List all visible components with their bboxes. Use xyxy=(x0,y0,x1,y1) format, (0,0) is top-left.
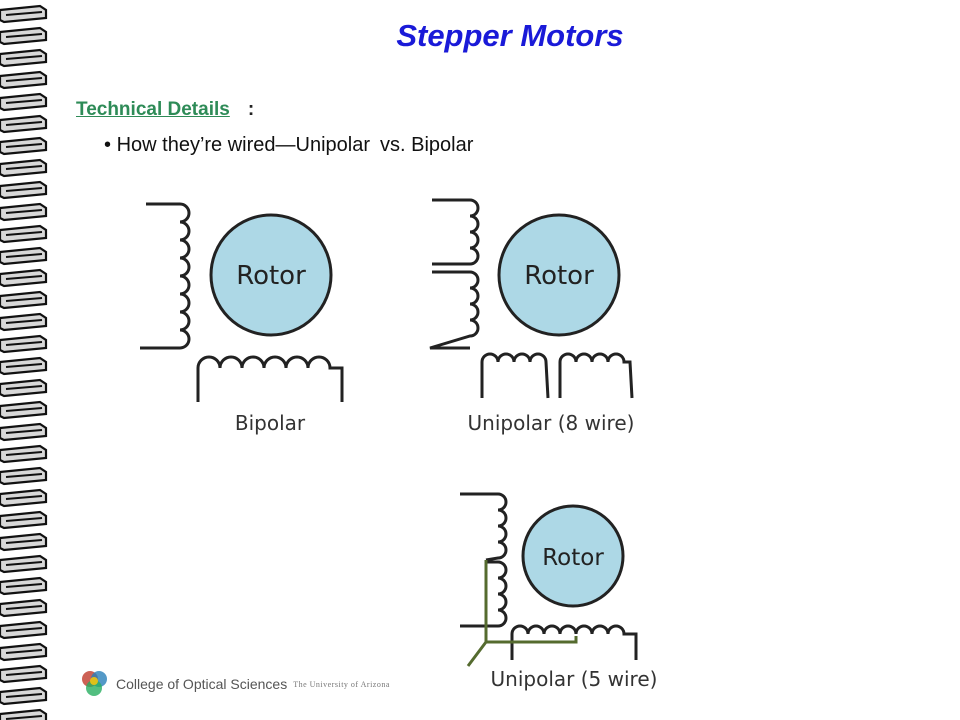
unipolar-8-lower-coil xyxy=(429,270,480,350)
binding-ring-highlight xyxy=(5,253,43,258)
bipolar-caption: Bipolar xyxy=(235,411,306,435)
optics-logo-icon xyxy=(82,671,107,696)
unipolar-8-caption: Unipolar (8 wire) xyxy=(468,411,635,435)
section-colon: : xyxy=(247,99,255,120)
binding-ring-highlight xyxy=(5,297,43,302)
logo-name: College of Optical Sciences xyxy=(116,676,288,692)
binding-ring-highlight xyxy=(5,671,43,676)
binding-ring-highlight xyxy=(5,341,43,346)
unipolar-8-upper-coil xyxy=(432,198,480,266)
unipolar-5-lower-coil xyxy=(460,560,508,628)
unipolar-8-diagram: Rotor Unipolar (8 wire) xyxy=(429,198,635,435)
bipolar-rotor-label: Rotor xyxy=(236,261,306,291)
unipolar-5-caption: Unipolar (5 wire) xyxy=(491,667,658,691)
binding-ring-highlight xyxy=(5,385,43,390)
binding-ring-highlight xyxy=(5,429,43,434)
bipolar-vertical-coil xyxy=(140,202,191,350)
binding-ring-highlight xyxy=(5,275,43,280)
bipolar-rotor xyxy=(209,213,333,337)
binding-ring-highlight xyxy=(5,627,43,632)
binding-ring-highlight xyxy=(5,495,43,500)
unipolar-5-upper-coil xyxy=(460,492,508,562)
unipolar-5-diagram: Rotor Unipolar (5 wire) xyxy=(460,492,658,691)
unipolar-8-left-bottom-coil xyxy=(480,352,550,399)
logo-subtitle: The University of Arizona xyxy=(293,679,390,689)
technical-details-link[interactable]: Technical Details xyxy=(76,99,230,120)
unipolar-8-rotor-label: Rotor xyxy=(524,261,594,291)
binding-ring-highlight xyxy=(5,143,43,148)
unipolar-8-rotor xyxy=(497,213,621,337)
binding-ring-highlight xyxy=(5,231,43,236)
binding-ring-highlight xyxy=(5,583,43,588)
college-logo: College of Optical Sciences The Universi… xyxy=(80,664,390,704)
binding-ring-highlight xyxy=(5,33,43,38)
binding-ring-highlight xyxy=(5,715,43,720)
spiral-binding xyxy=(0,4,48,720)
unipolar-5-bottom-coil xyxy=(510,624,638,660)
bullet-item: • How they’re wired—Unipolar vs. Bipolar xyxy=(104,134,473,157)
unipolar-5-common-wire xyxy=(466,560,578,667)
binding-ring-highlight xyxy=(5,517,43,522)
binding-ring-highlight xyxy=(5,473,43,478)
section-heading: Technical Details: xyxy=(76,99,254,121)
binding-ring-highlight xyxy=(5,11,43,16)
binding-ring-highlight xyxy=(5,187,43,192)
binding-ring-highlight xyxy=(5,55,43,60)
bullet-text-b: vs. Bipolar xyxy=(380,134,474,156)
binding-ring-highlight xyxy=(5,121,43,126)
bipolar-horizontal-coil xyxy=(196,355,344,402)
binding-ring-highlight xyxy=(5,407,43,412)
bullet-glyph: • xyxy=(104,134,112,156)
binding-ring-highlight xyxy=(5,77,43,82)
binding-ring-highlight xyxy=(5,649,43,654)
unipolar-5-rotor-label: Rotor xyxy=(542,545,604,571)
binding-ring-highlight xyxy=(5,605,43,610)
bipolar-diagram: Rotor Bipolar xyxy=(140,202,344,435)
binding-ring-highlight xyxy=(5,209,43,214)
binding-ring-highlight xyxy=(5,693,43,698)
binding-ring-highlight xyxy=(5,561,43,566)
binding-ring-highlight xyxy=(5,539,43,544)
binding-ring-highlight xyxy=(5,363,43,368)
binding-ring-highlight xyxy=(5,319,43,324)
binding-ring-highlight xyxy=(5,451,43,456)
binding-ring-highlight xyxy=(5,165,43,170)
page-title: Stepper Motors xyxy=(396,18,624,53)
unipolar-5-rotor xyxy=(521,504,625,608)
binding-ring-highlight xyxy=(5,99,43,104)
bullet-text-a: How they’re wired—Unipolar xyxy=(116,134,371,156)
unipolar-8-right-bottom-coil xyxy=(558,352,634,399)
